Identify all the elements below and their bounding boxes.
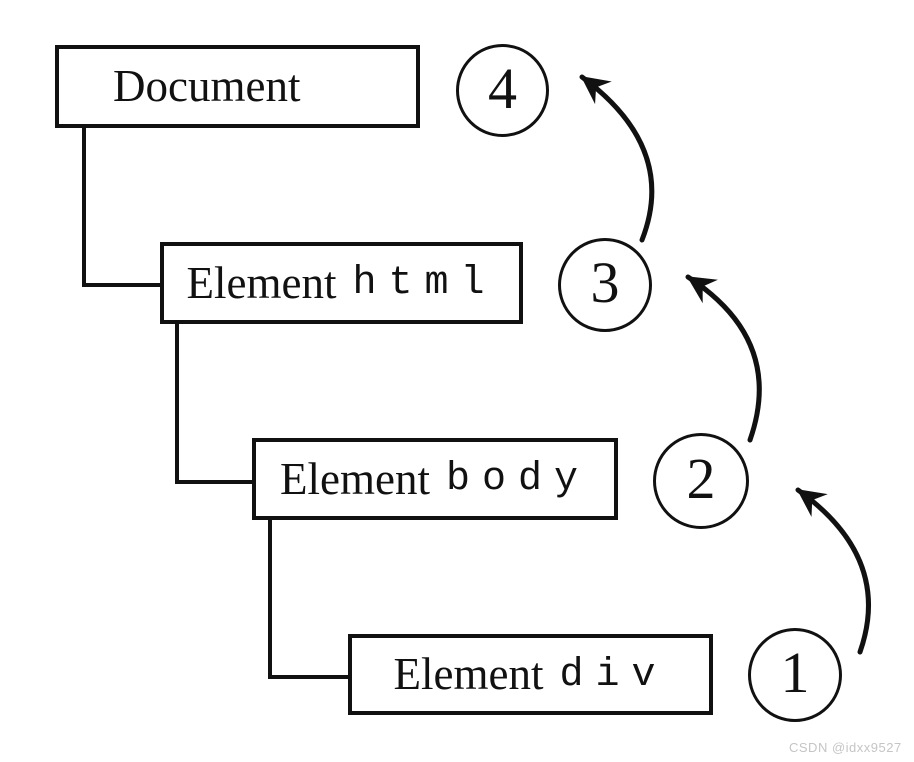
node-label: Element — [186, 257, 337, 308]
tree-connector-vertical-1 — [82, 126, 86, 287]
tree-connector-horizontal-1 — [82, 283, 160, 287]
node-tag: html — [352, 261, 497, 306]
tree-connector-vertical-3 — [268, 518, 272, 679]
tree-connector-horizontal-2 — [175, 480, 252, 484]
step-number: 4 — [488, 55, 517, 121]
node-element-div: Element div — [348, 634, 713, 715]
node-label: Document — [113, 61, 301, 111]
curved-arrow-1-to-2-icon — [795, 487, 871, 655]
step-number: 3 — [590, 250, 620, 315]
tree-connector-horizontal-3 — [268, 675, 348, 679]
node-label: Element — [393, 649, 544, 699]
watermark: CSDN @idxx9527 — [789, 740, 902, 755]
step-circle-3: 3 — [558, 238, 652, 332]
step-number: 1 — [780, 640, 810, 705]
curved-arrow-2-to-3-icon — [685, 274, 762, 443]
step-circle-1: 1 — [748, 628, 842, 722]
node-label: Element — [280, 453, 430, 504]
node-tag: body — [445, 457, 590, 502]
node-tag: div — [559, 652, 668, 698]
step-circle-4: 4 — [456, 44, 549, 137]
node-element-body: Element body — [252, 438, 618, 520]
node-document: Document — [55, 45, 420, 128]
step-circle-2: 2 — [653, 433, 749, 529]
tree-connector-vertical-2 — [175, 322, 179, 484]
curved-arrow-3-to-4-icon — [579, 74, 655, 243]
node-element-html: Element html — [160, 242, 523, 324]
step-number: 2 — [686, 446, 716, 511]
